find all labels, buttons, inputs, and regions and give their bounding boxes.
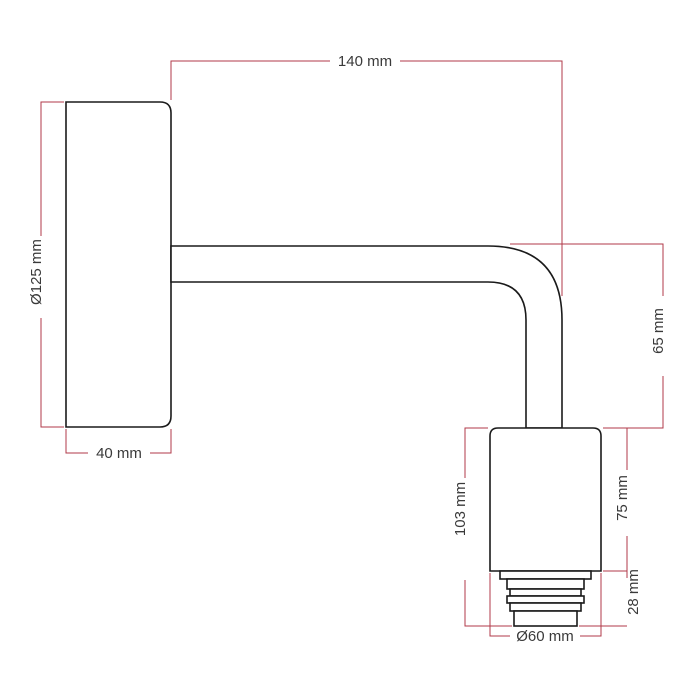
- arm-length-label: 140 mm: [338, 53, 392, 70]
- dimension-labels: 140 mm Ø125 mm 40 mm 65 mm 103 mm 75 mm …: [28, 53, 667, 645]
- dimension-lines: [40, 60, 664, 637]
- canopy-diameter-label: Ø125 mm: [28, 239, 45, 305]
- socket-total-height-label: 103 mm: [452, 482, 469, 536]
- socket-body-outline: [489, 427, 602, 572]
- canopy-depth-label: 40 mm: [96, 445, 142, 462]
- socket-diameter-label: Ø60 mm: [516, 628, 574, 645]
- thread-height-label: 28 mm: [625, 569, 642, 615]
- socket-thread: [499, 570, 592, 627]
- socket-body-height-label: 75 mm: [614, 475, 631, 521]
- arm-drop-label: 65 mm: [650, 308, 667, 354]
- canopy-outline: [65, 101, 172, 428]
- arm-outline: [170, 245, 563, 429]
- lamp-outline: [65, 101, 602, 627]
